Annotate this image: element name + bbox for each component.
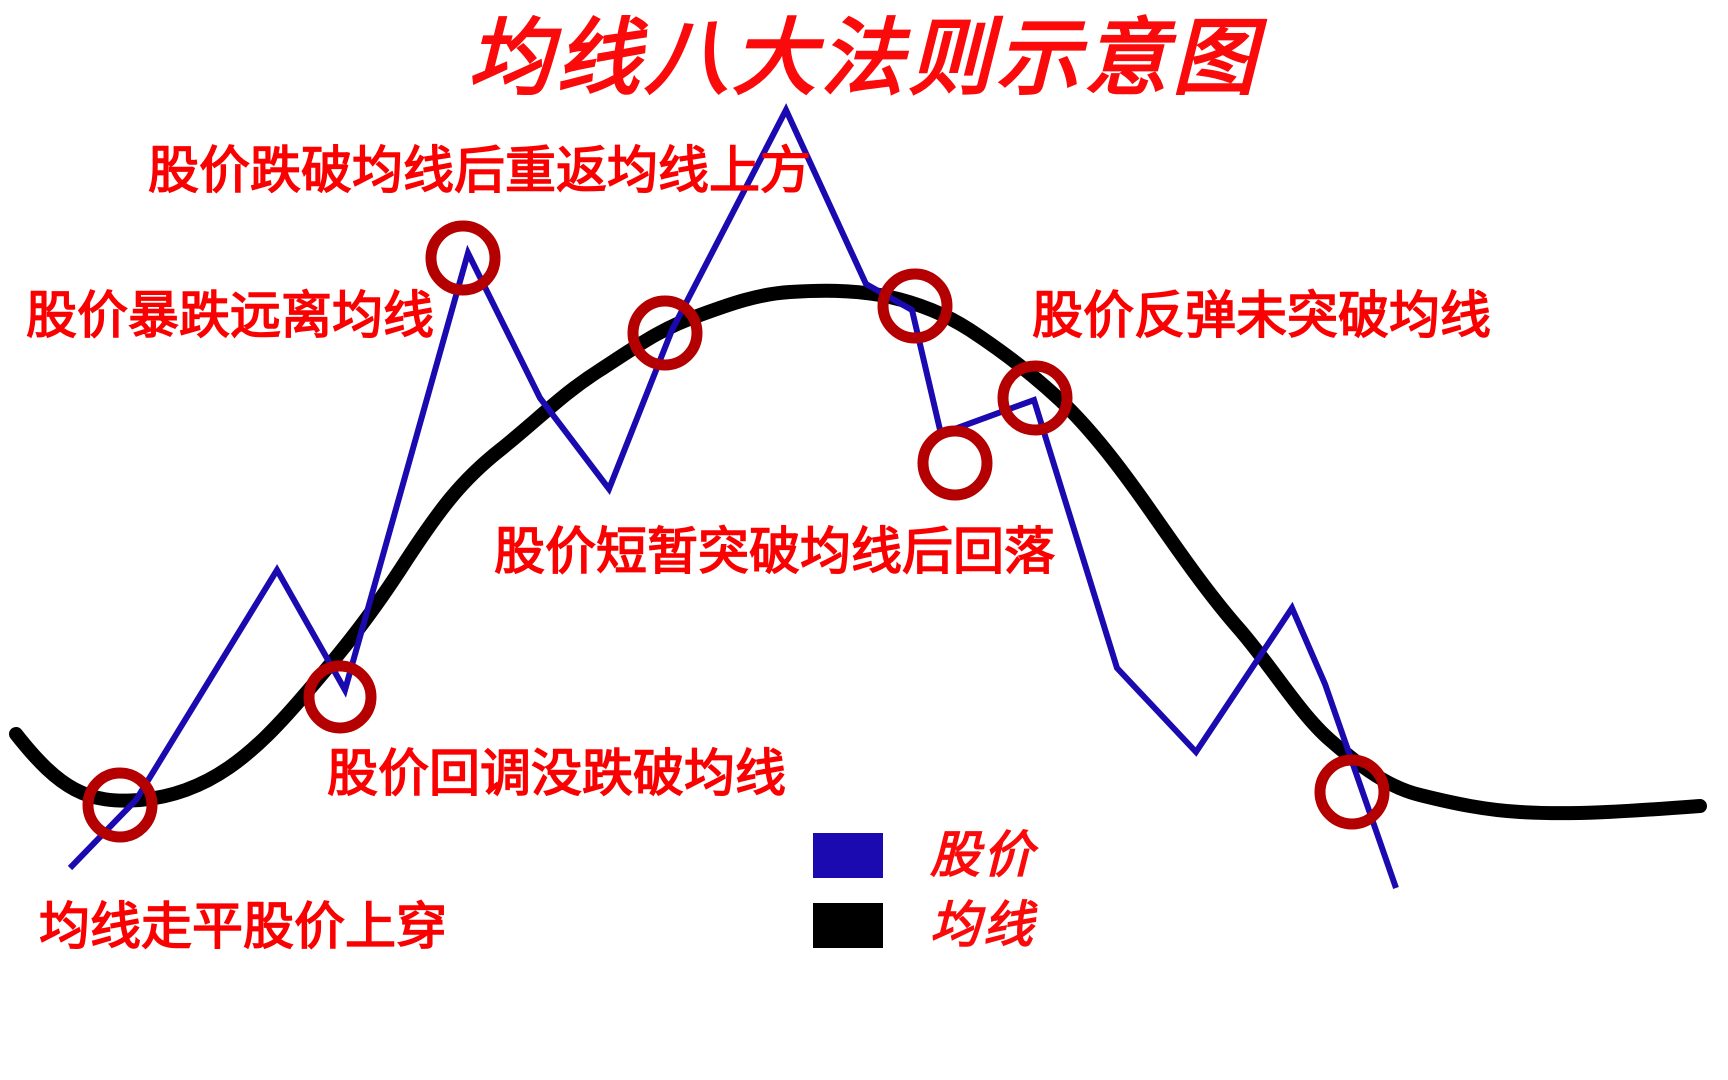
marker-return-above-ma-icon — [627, 295, 703, 371]
annotation-price-plunges-far-from-ma: 股价暴跌远离均线 — [26, 287, 435, 344]
marker-death-cross-right-icon — [1314, 754, 1390, 830]
legend-swatch-moving-average-icon — [813, 902, 883, 948]
legend-swatch-price-icon — [813, 832, 883, 878]
annotation-price-breaks-below-then-returns-above: 股价跌破均线后重返均线上方 — [148, 142, 812, 199]
legend-label-price: 股价 — [930, 825, 1036, 884]
page-title: 均线八大法则示意图 — [467, 8, 1260, 107]
legend-item-price: 股价 — [813, 827, 1036, 883]
marker-plunge-far-from-ma-icon — [425, 220, 501, 296]
legend-label-moving-average: 均线 — [930, 895, 1036, 954]
marker-rebound-fails-low-icon — [917, 425, 993, 501]
annotation-price-briefly-breaks-ma-then-falls: 股价短暂突破均线后回落 — [494, 523, 1056, 580]
annotation-price-rebound-fails-to-break-ma: 股价反弹未突破均线 — [1032, 287, 1492, 344]
legend-item-moving-average: 均线 — [813, 897, 1036, 953]
marker-ma-flat-cross-up-icon — [82, 767, 158, 843]
annotation-ma-flattens-price-crosses-up: 均线走平股价上穿 — [39, 898, 448, 955]
chart-legend: 股价 均线 — [813, 827, 1036, 953]
marker-rebound-fails-high-icon — [997, 360, 1073, 436]
marker-briefly-breaks-ma-icon — [877, 268, 953, 344]
annotation-price-pullback-holds-above-ma: 股价回调没跌破均线 — [327, 745, 787, 802]
highlight-markers — [82, 220, 1390, 843]
marker-pullback-holds-ma-icon — [303, 660, 377, 734]
